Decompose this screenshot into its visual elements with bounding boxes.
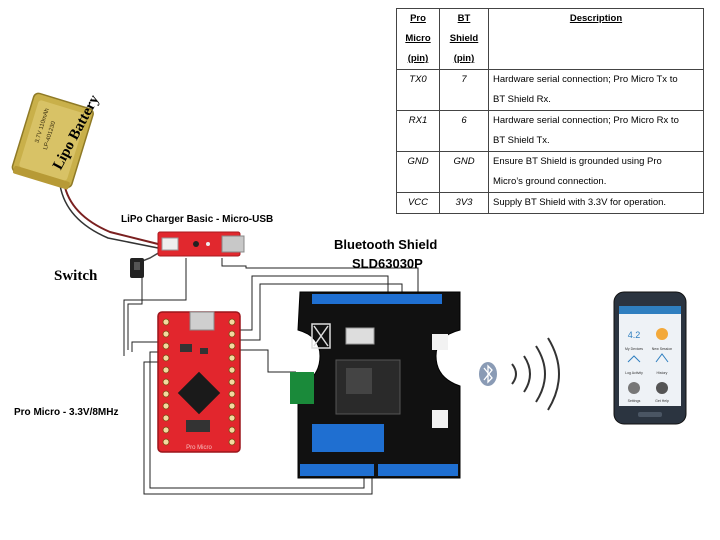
pro-micro-print: Pro Micro [186,445,212,451]
bluetooth-shield-board [290,291,461,479]
phone-reading: 4.2 [628,330,641,340]
wire-gnd-left [131,341,160,352]
pro-micro-usb [189,311,215,331]
shield-switch [345,327,375,345]
phone-help-icon [656,382,668,394]
shield-logo-icon [311,323,331,349]
jumper-bottom [432,410,448,428]
top-header-right [372,294,442,304]
icsp-header [312,424,384,452]
header-description: Description [488,8,704,70]
switch-label: Switch [54,268,98,284]
phone-tile-label: Log Activity [625,371,643,375]
charger-board [157,231,245,257]
table-row: VCC 3V3 Supply BT Shield with 3.3V for o… [396,192,704,214]
phone-tile-label: Settings [628,399,641,403]
battery-black-lead [59,184,159,249]
micro-usb-port [221,235,245,253]
jumper-top [432,334,448,350]
header-bt-shield: BT Shield (pin) [439,8,489,70]
bt-shield-label: Bluetooth Shield [334,237,438,252]
wire-shield-side [238,349,296,373]
phone-tile-label: New Session [652,347,672,351]
jst-connector [161,237,179,251]
battery-red-lead [63,182,159,245]
wire-tx [238,275,389,331]
wires [59,182,419,495]
lipo-battery-icon: 3.7V 110mAh LP-401230 [11,92,94,190]
phone-tile-icon [656,328,668,340]
phone-home-button [638,412,662,417]
phone-tile-label: My Devices [625,347,643,351]
cell-description: Supply BT Shield with 3.3V for operation… [488,192,704,214]
cell-pro-micro-pin: VCC [396,192,440,214]
header-pro-micro: Pro Micro (pin) [396,8,440,70]
phone-tile-label: Get Help [655,399,669,403]
pro-micro-label: Pro Micro - 3.3V/8MHz [14,407,119,418]
microcontroller-chip [177,371,221,415]
table-row: TX0 7 Hardware serial connection; Pro Mi… [396,69,704,111]
cell-bt-shield-pin: 7 [439,69,489,111]
wire-charger-to-shield [221,258,419,294]
top-header-left [312,294,424,304]
phone-tile-label: History [657,371,668,375]
wireless-signal-icon [511,337,560,411]
table-row: RX1 6 Hardware serial connection; Pro Mi… [396,110,704,152]
bt-shield-model-label: SLD63030P [352,256,423,271]
switch-icon [130,258,144,278]
pin-mapping-table: Pro Micro (pin) BT Shield (pin) Descript… [396,8,704,214]
cell-bt-shield-pin: 6 [439,110,489,152]
phone-icon: 4.2 My Devices New Session Log Activity … [613,291,687,425]
pro-micro-board: Pro Micro [157,311,241,453]
bluetooth-icon [479,362,497,386]
bt-antenna [290,372,314,404]
charger-label: LiPo Charger Basic - Micro-USB [121,214,274,225]
cell-description: Hardware serial connection; Pro Micro Rx… [488,110,704,152]
cell-bt-shield-pin: 3V3 [439,192,489,214]
wire-rx [238,283,403,341]
wire-vcc-raw [123,258,187,356]
table-row: GND GND Ensure BT Shield is grounded usi… [396,151,704,193]
bottom-header-right [378,464,458,476]
cell-description: Hardware serial connection; Pro Micro Tx… [488,69,704,111]
wire-gnd-bottom [149,351,365,489]
bottom-header-left [300,464,374,476]
phone-screen-header [619,306,681,314]
phone-settings-icon [628,382,640,394]
wire-switch [127,272,143,350]
wire-vcc-bottom [143,361,373,495]
table-header-row: Pro Micro (pin) BT Shield (pin) Descript… [396,8,704,70]
